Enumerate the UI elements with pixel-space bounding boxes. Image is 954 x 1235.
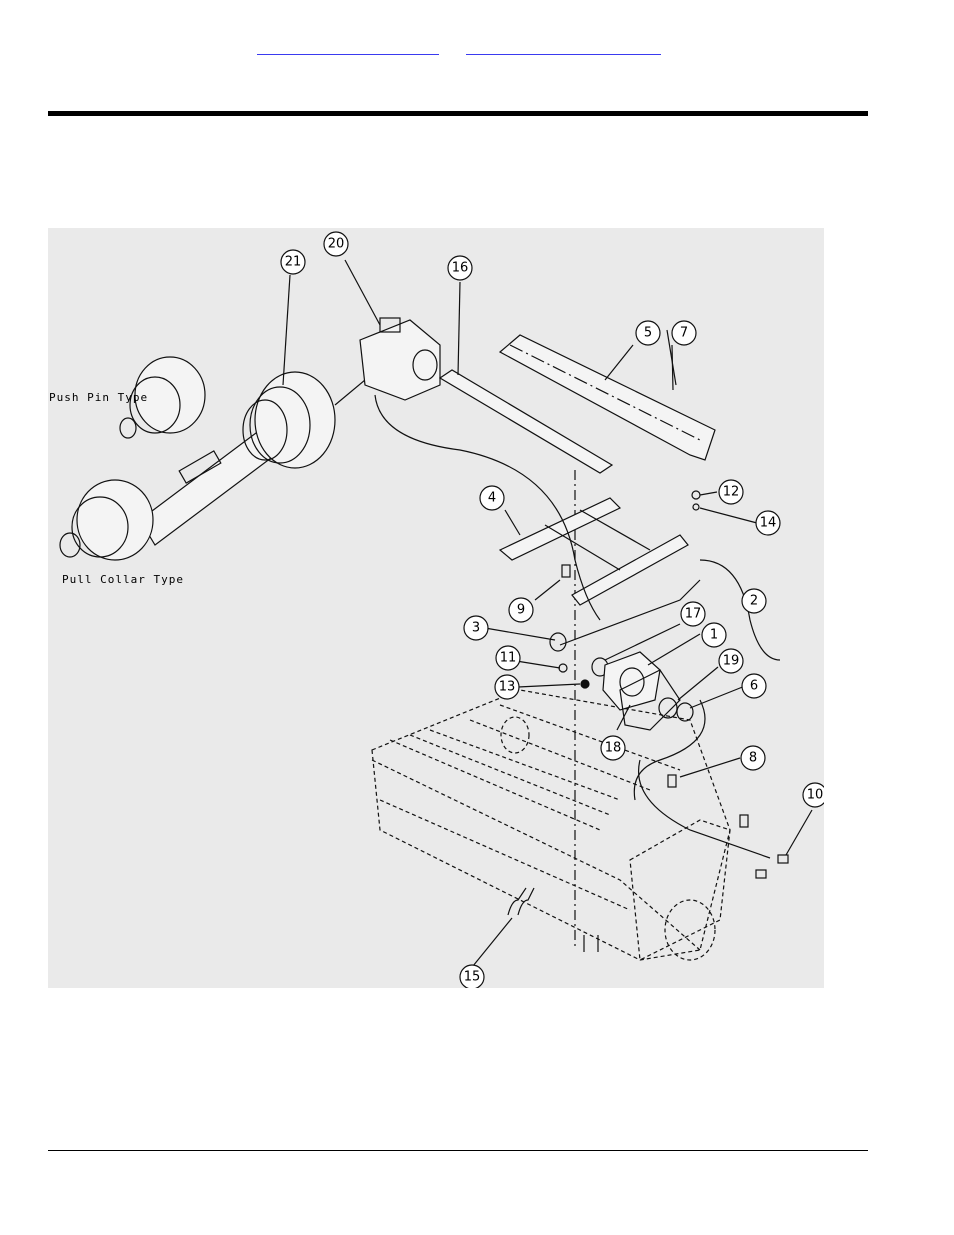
callout-14: 14: [760, 516, 777, 531]
callout-5: 5: [644, 326, 652, 341]
callout-18: 18: [605, 741, 622, 756]
callout-15: 15: [464, 970, 481, 985]
push-pin-type-label: Push Pin Type: [49, 391, 148, 404]
gearbox: [360, 318, 440, 400]
nav-link-1[interactable]: [257, 40, 439, 55]
callout-12: 12: [723, 485, 740, 500]
callout-20: 20: [328, 237, 345, 252]
shield: [500, 335, 715, 460]
callout-8: 8: [749, 751, 757, 766]
parts-diagram: 21 20 16 5 7 12 14 4 9 3 17 1 2 11 13 19…: [48, 228, 824, 988]
callout-11: 11: [500, 651, 517, 666]
callout-1: 1: [710, 628, 718, 643]
callout-7: 7: [680, 326, 688, 341]
callout-4: 4: [488, 491, 496, 506]
callout-10: 10: [807, 788, 824, 803]
mower-housing: [372, 690, 730, 960]
exploded-view-drawing: 21 20 16 5 7 12 14 4 9 3 17 1 2 11 13 19…: [48, 228, 824, 988]
callout-6: 6: [750, 679, 758, 694]
top-navigation-links: [0, 40, 954, 60]
callout-16: 16: [452, 261, 469, 276]
pto-shaft: [60, 357, 365, 560]
callout-21: 21: [285, 255, 302, 270]
callout-17: 17: [685, 607, 702, 622]
callout-9: 9: [517, 603, 525, 618]
callout-13: 13: [499, 680, 516, 695]
header-rule: [48, 111, 868, 116]
callout-19: 19: [723, 654, 740, 669]
footer-rule: [48, 1150, 868, 1151]
callout-3: 3: [472, 621, 480, 636]
bearing-parts: [550, 633, 693, 730]
callout-2: 2: [750, 594, 758, 609]
mounting-bracket: [500, 498, 688, 605]
nav-link-2[interactable]: [466, 40, 661, 55]
pull-collar-type-label: Pull Collar Type: [62, 573, 184, 586]
